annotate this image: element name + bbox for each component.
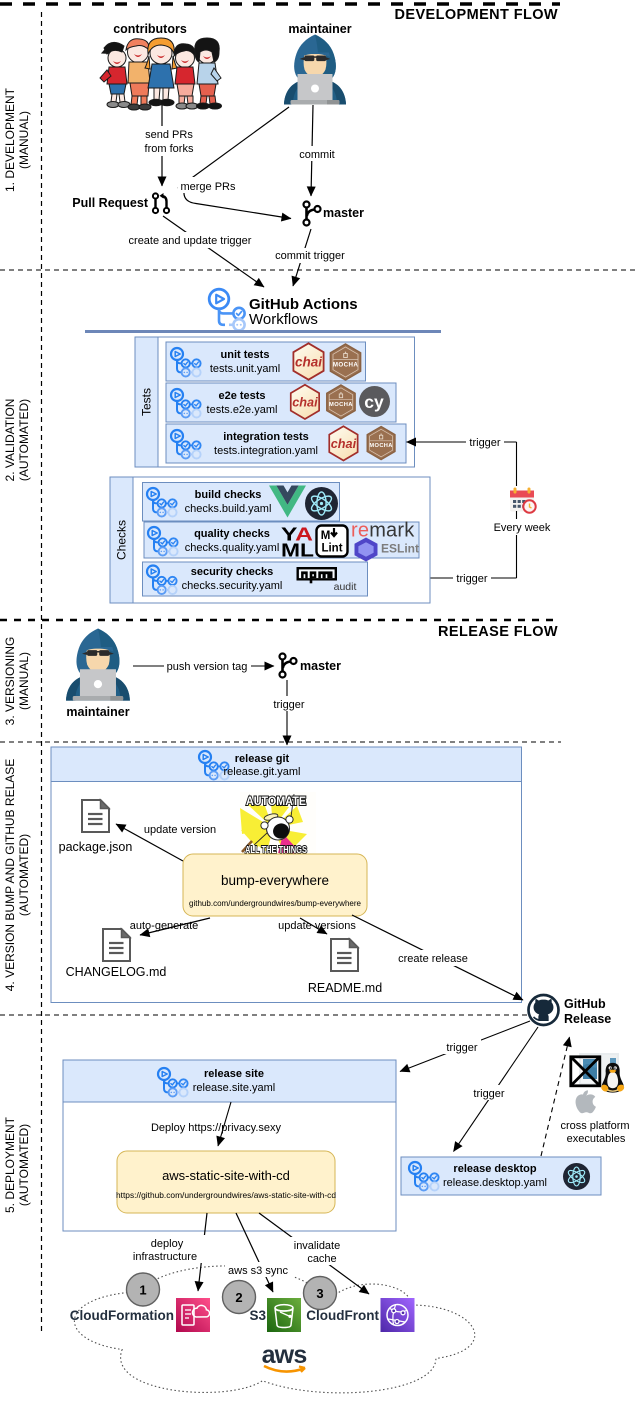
svg-text:integration tests: integration tests <box>223 431 309 443</box>
svg-text:release.git.yaml: release.git.yaml <box>223 766 300 778</box>
svg-text:release desktop: release desktop <box>453 1163 536 1175</box>
svg-text:maintainer: maintainer <box>66 705 129 719</box>
svg-text:deploy: deploy <box>151 1238 184 1250</box>
svg-text:tests.integration.yaml: tests.integration.yaml <box>214 445 318 457</box>
svg-text:cache: cache <box>307 1253 336 1265</box>
svg-text:2. VALIDATION(AUTOMATED): 2. VALIDATION(AUTOMATED) <box>3 399 31 482</box>
svg-text:release.desktop.yaml: release.desktop.yaml <box>443 1177 547 1189</box>
svg-text:Release: Release <box>564 1012 611 1026</box>
svg-text:create and update trigger: create and update trigger <box>129 235 252 247</box>
svg-text:trigger: trigger <box>473 1088 505 1100</box>
svg-text:tests.e2e.yaml: tests.e2e.yaml <box>207 404 278 416</box>
svg-text:merge PRs: merge PRs <box>180 181 236 193</box>
svg-text:send PRs: send PRs <box>145 129 193 141</box>
svg-text:trigger: trigger <box>456 573 488 585</box>
svg-text:aws-static-site-with-cd: aws-static-site-with-cd <box>162 1168 290 1183</box>
svg-text:Deploy https://privacy.sexy: Deploy https://privacy.sexy <box>151 1122 282 1134</box>
svg-text:tests.unit.yaml: tests.unit.yaml <box>210 363 280 375</box>
svg-text:infrastructure: infrastructure <box>133 1251 197 1263</box>
svg-text:checks.quality.yaml: checks.quality.yaml <box>185 542 280 554</box>
svg-text:https://github.com/underground: https://github.com/undergroundwires/aws-… <box>116 1191 336 1200</box>
svg-text:auto-generate: auto-generate <box>130 920 199 932</box>
svg-text:3: 3 <box>316 1286 323 1301</box>
svg-text:GitHub Actions: GitHub Actions <box>249 296 358 313</box>
svg-text:executables: executables <box>567 1133 626 1145</box>
svg-text:commit trigger: commit trigger <box>275 250 345 262</box>
svg-text:aws s3 sync: aws s3 sync <box>228 1265 288 1277</box>
svg-text:Lint: Lint <box>321 543 342 555</box>
svg-text:S3: S3 <box>249 1308 266 1323</box>
svg-text:ML: ML <box>281 541 314 561</box>
svg-text:1. DEVELOPMENT(MANUAL): 1. DEVELOPMENT(MANUAL) <box>3 87 31 192</box>
svg-text:build checks: build checks <box>195 489 262 501</box>
svg-text:from forks: from forks <box>145 143 194 155</box>
svg-text:checks.build.yaml: checks.build.yaml <box>185 503 272 515</box>
svg-text:DEVELOPMENT FLOW: DEVELOPMENT FLOW <box>395 7 558 23</box>
svg-text:audit: audit <box>334 581 357 593</box>
svg-text:5. DEPLOYMENT(AUTOMATED): 5. DEPLOYMENT(AUTOMATED) <box>3 1116 31 1213</box>
svg-text:release git: release git <box>235 753 290 765</box>
svg-text:release.site.yaml: release.site.yaml <box>193 1082 276 1094</box>
svg-text:github.com/undergroundwires/bu: github.com/undergroundwires/bump-everywh… <box>189 899 362 908</box>
svg-text:security checks: security checks <box>191 566 274 578</box>
svg-text:bump-everywhere: bump-everywhere <box>221 873 329 888</box>
svg-text:master: master <box>323 206 364 220</box>
svg-text:CloudFront: CloudFront <box>306 1308 379 1323</box>
svg-text:checks.security.yaml: checks.security.yaml <box>182 580 283 592</box>
svg-text:unit tests: unit tests <box>221 349 270 361</box>
svg-text:aws: aws <box>262 1341 307 1369</box>
svg-text:quality checks: quality checks <box>194 528 270 540</box>
svg-text:Pull Request: Pull Request <box>72 196 149 210</box>
svg-text:ESLint: ESLint <box>381 542 419 556</box>
svg-text:trigger: trigger <box>446 1042 478 1054</box>
svg-text:master: master <box>300 659 341 673</box>
svg-text:update versions: update versions <box>278 920 356 932</box>
svg-text:contributors: contributors <box>113 22 187 36</box>
svg-text:Tests: Tests <box>140 388 154 416</box>
svg-text:3. VERSIONING(MANUAL): 3. VERSIONING(MANUAL) <box>3 637 31 726</box>
svg-text:Checks: Checks <box>115 520 129 560</box>
svg-text:4. VERSION BUMP AND GITHUB REL: 4. VERSION BUMP AND GITHUB RELASE(AUTOMA… <box>3 759 31 992</box>
svg-text:trigger: trigger <box>273 699 305 711</box>
svg-text:RELEASE FLOW: RELEASE FLOW <box>438 624 558 640</box>
svg-text:Every week: Every week <box>494 522 551 534</box>
svg-text:commit: commit <box>299 149 334 161</box>
svg-text:CloudFormation: CloudFormation <box>70 1308 174 1323</box>
svg-text:YA: YA <box>281 525 313 545</box>
svg-text:M: M <box>321 530 331 542</box>
svg-text:CHANGELOG.md: CHANGELOG.md <box>66 965 167 979</box>
svg-text:e2e tests: e2e tests <box>218 390 265 402</box>
svg-text:update version: update version <box>144 824 216 836</box>
svg-text:remark: remark <box>351 520 415 542</box>
svg-text:release site: release site <box>204 1068 264 1080</box>
svg-text:maintainer: maintainer <box>288 22 351 36</box>
svg-text:1: 1 <box>139 1283 146 1298</box>
svg-text:cross platform: cross platform <box>560 1120 629 1132</box>
svg-text:Workflows: Workflows <box>249 311 318 328</box>
svg-text:2: 2 <box>235 1290 242 1305</box>
svg-text:package.json: package.json <box>59 840 133 854</box>
svg-text:README.md: README.md <box>308 981 382 995</box>
svg-text:create release: create release <box>398 953 468 965</box>
svg-text:trigger: trigger <box>469 437 501 449</box>
svg-text:invalidate: invalidate <box>294 1240 340 1252</box>
svg-text:push version tag: push version tag <box>167 661 248 673</box>
svg-text:GitHub: GitHub <box>564 997 606 1011</box>
